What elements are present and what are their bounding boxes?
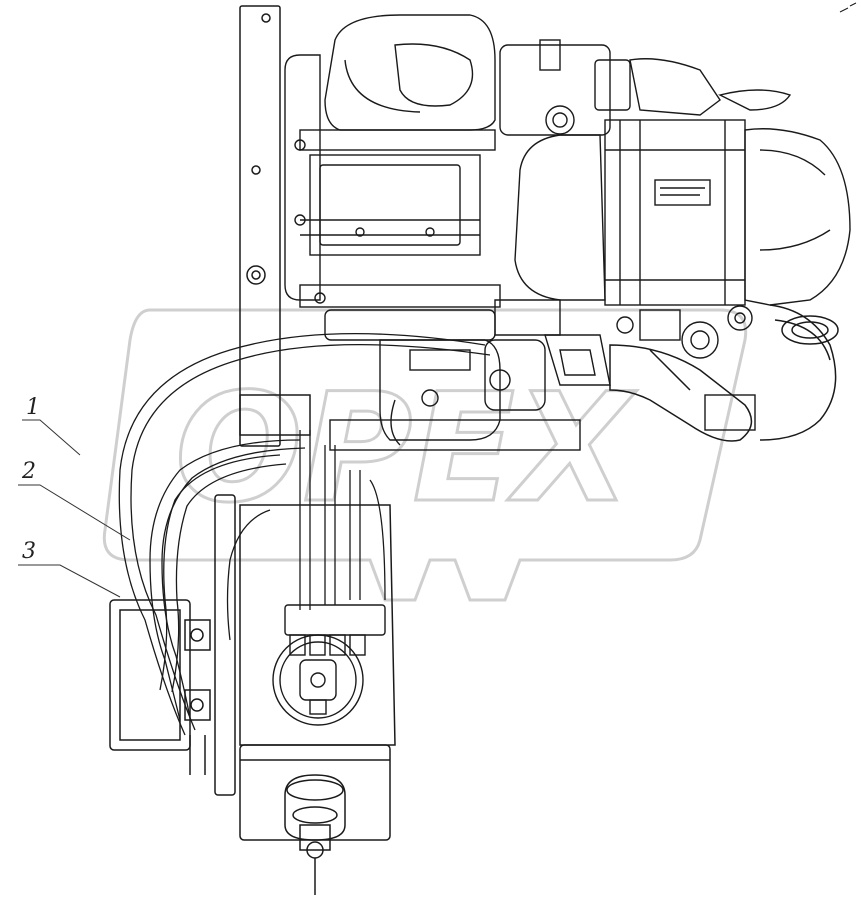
watermark-text: OPEX bbox=[175, 362, 637, 536]
callout-1-label: 1 bbox=[26, 395, 40, 420]
fuel-tank bbox=[109, 494, 396, 841]
fuel-pump-module bbox=[272, 604, 386, 726]
callout-3-leader bbox=[18, 564, 121, 598]
filler-cap bbox=[284, 774, 346, 895]
hose-3 bbox=[159, 454, 287, 693]
callout-2-leader bbox=[18, 484, 131, 541]
intake-pipe bbox=[609, 304, 839, 442]
callout-1-leader bbox=[22, 419, 81, 456]
callout-3-label: 3 bbox=[22, 539, 36, 564]
pump-feed-hoses bbox=[226, 430, 386, 641]
hose-1 bbox=[118, 333, 491, 736]
watermark-logo: OPEX bbox=[102, 308, 748, 602]
corner-mark bbox=[839, 2, 857, 13]
mounting-bracket bbox=[239, 5, 311, 447]
engine-block bbox=[284, 14, 851, 451]
callout-leaders bbox=[18, 419, 131, 598]
hose-2 bbox=[149, 439, 306, 721]
callout-2-label: 2 bbox=[21, 459, 36, 484]
